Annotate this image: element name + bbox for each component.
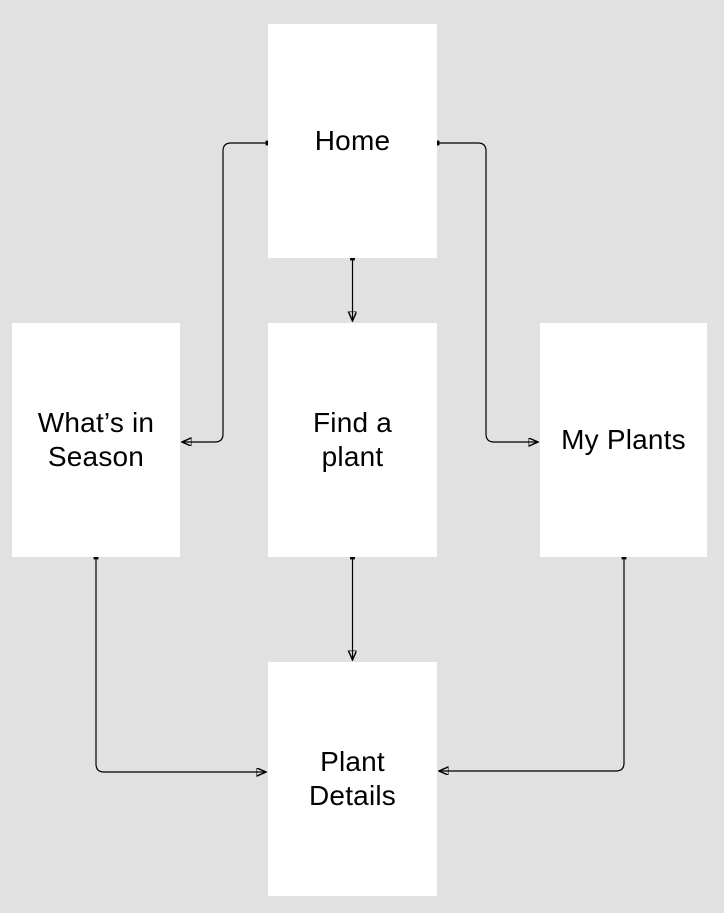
node-plant-details-label: Plant Details xyxy=(309,746,396,811)
node-plant-details[interactable]: Plant Details xyxy=(268,662,437,896)
node-my-plants-label: My Plants xyxy=(561,424,686,456)
node-home-label: Home xyxy=(314,125,391,157)
edge-my-plants-to-plant-details xyxy=(439,557,624,771)
node-home[interactable]: Home xyxy=(268,24,437,258)
node-find-a-plant-label: Find a plant xyxy=(312,407,393,472)
edge-home-to-whats-in-season xyxy=(182,143,268,442)
node-whats-in-season[interactable]: What’s in Season xyxy=(12,323,180,557)
edge-whats-in-season-to-plant-details xyxy=(96,557,266,772)
node-find-a-plant[interactable]: Find a plant xyxy=(268,323,437,557)
node-whats-in-season-label: What’s in Season xyxy=(37,407,155,472)
edge-home-to-my-plants xyxy=(437,143,538,442)
node-my-plants[interactable]: My Plants xyxy=(540,323,707,557)
